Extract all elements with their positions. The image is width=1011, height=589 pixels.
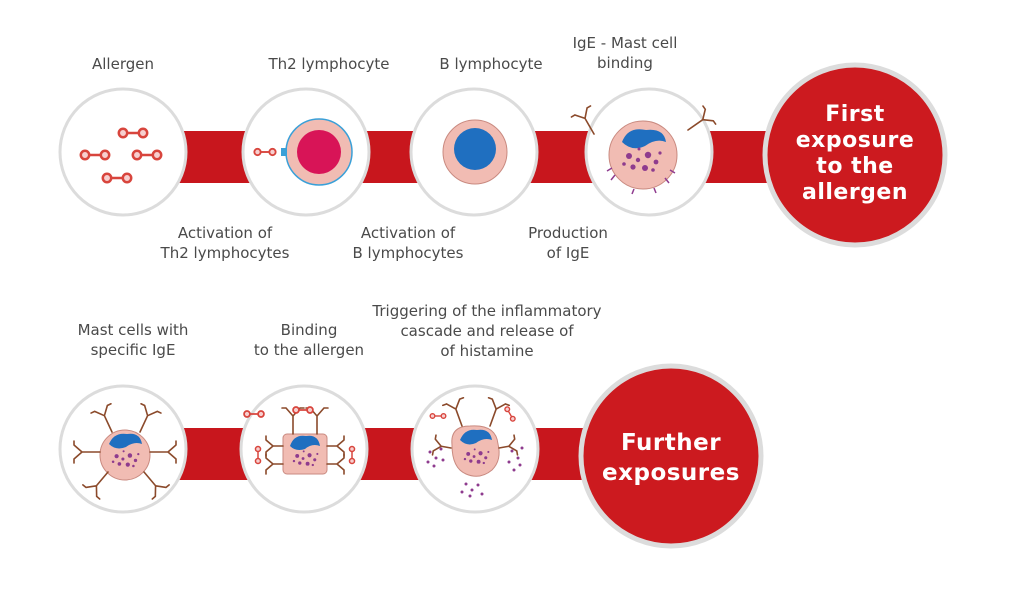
b-lymphocyte-circle bbox=[409, 87, 539, 217]
label-allergen: Allergen bbox=[92, 55, 154, 73]
label-mast-cells-specific-ige: Mast cells with specific IgE bbox=[77, 321, 189, 359]
label-production-ige: Production of IgE bbox=[528, 224, 608, 262]
further-exposures-text: Further exposures bbox=[602, 430, 740, 486]
ige-mast-cell-circle bbox=[570, 87, 717, 217]
binding-allergen-circle bbox=[239, 384, 369, 514]
label-b-lymphocyte: B lymphocyte bbox=[439, 55, 543, 73]
label-binding-allergen: Binding to the allergen bbox=[253, 321, 365, 359]
further-exposures-circle bbox=[578, 363, 764, 549]
label-ige-mast-cell-binding: IgE - Mast cell binding bbox=[572, 34, 678, 72]
mast-cell-ige-circle bbox=[58, 384, 188, 514]
label-activation-th2: Activation of Th2 lymphocytes bbox=[160, 224, 290, 262]
label-triggering-cascade: Triggering of the inflammatory cascade a… bbox=[372, 302, 602, 360]
th2-lymphocyte-circle bbox=[241, 87, 371, 217]
inflammatory-cascade-circle bbox=[410, 384, 540, 514]
first-exposure-circle bbox=[762, 62, 948, 248]
first-exposure-text: First exposure to the allergen bbox=[795, 102, 915, 205]
label-th2-lymphocyte: Th2 lymphocyte bbox=[268, 55, 390, 73]
allergen-circle bbox=[58, 87, 188, 217]
label-activation-b: Activation of B lymphocytes bbox=[352, 224, 464, 262]
